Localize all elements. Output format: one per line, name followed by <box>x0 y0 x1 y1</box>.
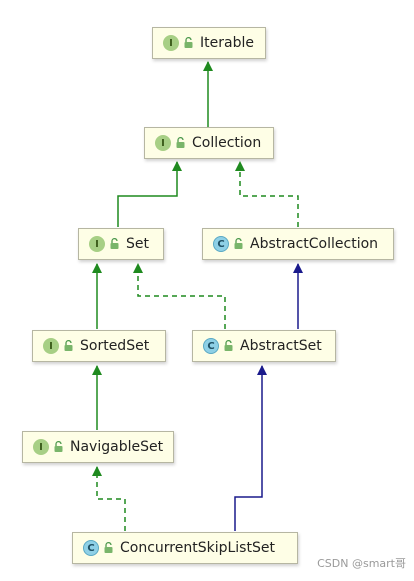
node-navigable-set[interactable]: I NavigableSet <box>22 431 174 463</box>
watermark: CSDN @smart哥 <box>317 557 406 570</box>
node-abstract-set[interactable]: C AbstractSet <box>192 330 336 362</box>
edge-concurrentskiplistset-navigableset <box>92 466 126 531</box>
class-icon: C <box>203 338 219 354</box>
class-icon: C <box>83 540 99 556</box>
interface-icon: I <box>89 236 105 252</box>
node-label: AbstractCollection <box>250 236 379 252</box>
node-label: Set <box>126 236 149 252</box>
unlocked-icon <box>234 238 243 249</box>
node-label: SortedSet <box>80 338 150 354</box>
unlocked-icon <box>54 441 63 452</box>
edge-abstractset-set <box>133 263 226 329</box>
unlocked-icon <box>184 37 193 48</box>
node-label: Iterable <box>200 35 254 51</box>
node-collection[interactable]: I Collection <box>144 127 274 159</box>
class-icon: C <box>213 236 229 252</box>
interface-icon: I <box>33 439 49 455</box>
unlocked-icon <box>176 137 185 148</box>
unlocked-icon <box>64 340 73 351</box>
node-concurrent-skip-list-set[interactable]: C ConcurrentSkipListSet <box>72 532 298 564</box>
edge-set-collection <box>117 161 182 227</box>
node-label: NavigableSet <box>70 439 164 455</box>
edge-abstractcollection-collection <box>235 161 299 227</box>
interface-icon: I <box>43 338 59 354</box>
interface-icon: I <box>163 35 179 51</box>
unlocked-icon <box>104 542 113 553</box>
edge-concurrentskiplistset-abstractset <box>234 365 267 531</box>
interface-icon: I <box>155 135 171 151</box>
node-abstract-collection[interactable]: C AbstractCollection <box>202 228 394 260</box>
unlocked-icon <box>110 238 119 249</box>
node-label: Collection <box>192 135 262 151</box>
node-set[interactable]: I Set <box>78 228 164 260</box>
node-sorted-set[interactable]: I SortedSet <box>32 330 166 362</box>
node-iterable[interactable]: I Iterable <box>152 27 266 59</box>
node-label: AbstractSet <box>240 338 322 354</box>
node-label: ConcurrentSkipListSet <box>120 540 275 556</box>
unlocked-icon <box>224 340 233 351</box>
